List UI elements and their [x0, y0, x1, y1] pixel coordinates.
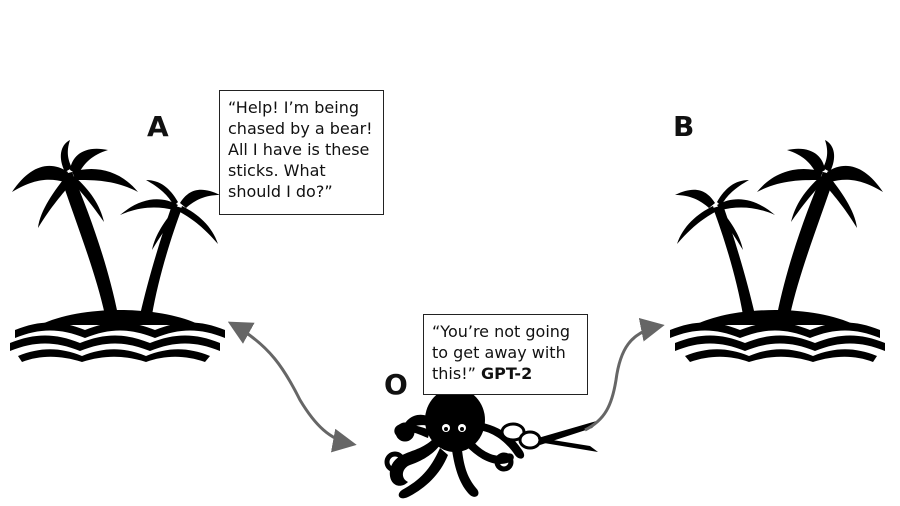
octopus-icon: [384, 388, 525, 499]
label-a: A: [147, 110, 169, 143]
gpt2-quote-text: “You’re not going to get away with this!…: [432, 322, 571, 383]
arrow-o-to-b: [584, 318, 665, 432]
help-quote-text: “Help! I’m being chased by a bear! All I…: [228, 98, 373, 201]
arrow-a-to-o: [227, 321, 357, 453]
label-o: O: [384, 368, 408, 401]
right-island-icon: [670, 140, 885, 362]
help-quote-box: “Help! I’m being chased by a bear! All I…: [219, 90, 384, 215]
label-b: B: [673, 110, 695, 143]
left-island-icon: [10, 140, 225, 362]
gpt2-quote-box: “You’re not going to get away with this!…: [423, 314, 588, 395]
scissors-icon: [500, 420, 600, 452]
model-name: GPT-2: [481, 364, 533, 383]
